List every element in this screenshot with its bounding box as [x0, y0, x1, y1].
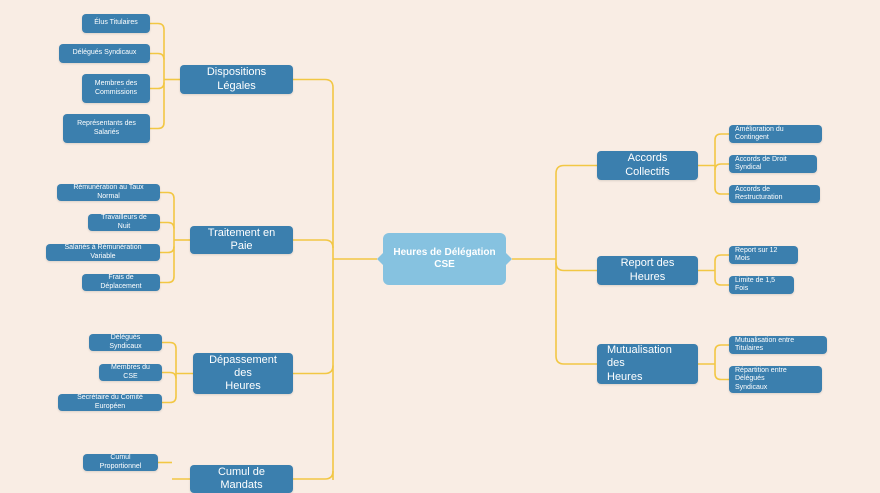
- leaf-salaries-remuneration-variable[interactable]: Salariés à Rémunération Variable: [46, 244, 160, 261]
- branch-mutualisation-heures[interactable]: Mutualisation des Heures: [597, 344, 698, 384]
- left-1-child-link-1: [160, 221, 175, 229]
- left-1-child-link-2: [160, 246, 175, 254]
- right-link-2: [555, 355, 597, 365]
- leaf-delegues-syndicaux-2[interactable]: Délégués Syndicaux: [89, 334, 162, 351]
- right-0-child-link-1: [714, 163, 729, 171]
- right-0-child-link-2: [714, 187, 729, 195]
- left-1-child-link-3: [160, 276, 175, 284]
- branch-accords-collectifs[interactable]: Accords Collectifs: [597, 151, 698, 180]
- branch-dispositions-legales[interactable]: Dispositions Légales: [180, 65, 293, 94]
- leaf-delegues-syndicaux[interactable]: Délégués Syndicaux: [59, 44, 150, 63]
- left-0-child-link-0: [150, 22, 165, 30]
- leaf-cumul-proportionnel[interactable]: Cumul Proportionnel: [83, 454, 158, 471]
- left-link-3: [293, 470, 334, 480]
- leaf-membres-cse[interactable]: Membres du CSE: [99, 364, 162, 381]
- leaf-representants-salaries[interactable]: Représentants des Salariés: [63, 114, 150, 143]
- right-link-0: [555, 164, 597, 174]
- left-0-child-link-3: [150, 122, 165, 130]
- center-node-left-notch: [377, 253, 383, 265]
- branch-depassement-heures[interactable]: Dépassement des Heures: [193, 353, 293, 394]
- leaf-secretaire-comite-europeen[interactable]: Secrétaire du Comité Européen: [58, 394, 162, 411]
- left-2-child-link-0: [162, 341, 177, 349]
- leaf-amelioration-contingent[interactable]: Amélioration du Contingent: [729, 125, 822, 143]
- leaf-travailleurs-nuit[interactable]: Travailleurs de Nuit: [88, 214, 160, 231]
- right-1-child-link-1: [714, 278, 729, 286]
- center-node-right-notch: [506, 253, 512, 265]
- branch-cumul-mandats[interactable]: Cumul de Mandats: [190, 465, 293, 493]
- left-2-child-link-2: [162, 396, 177, 404]
- left-2-child-link-1: [162, 371, 177, 379]
- left-1-child-link-0: [160, 191, 175, 199]
- center-node[interactable]: Heures de Délégation CSE: [383, 233, 506, 285]
- leaf-frais-deplacement[interactable]: Frais de Déplacement: [82, 274, 160, 291]
- left-0-child-link-1: [150, 52, 165, 60]
- left-link-2: [293, 365, 334, 375]
- left-0-child-link-2: [150, 82, 165, 90]
- leaf-limite-1-5-fois[interactable]: Limite de 1,5 Fois: [729, 276, 794, 294]
- right-1-child-link-0: [714, 254, 729, 262]
- leaf-membres-commissions[interactable]: Membres des Commissions: [82, 74, 150, 103]
- right-link-1: [555, 262, 597, 272]
- leaf-mutualisation-titulaires[interactable]: Mutualisation entre Titulaires: [729, 336, 827, 354]
- leaf-accords-restructuration[interactable]: Accords de Restructuration: [729, 185, 820, 203]
- branch-report-heures[interactable]: Report des Heures: [597, 256, 698, 285]
- right-2-child-link-1: [714, 373, 729, 381]
- right-0-child-link-0: [714, 133, 729, 141]
- connector-lines: [150, 22, 729, 480]
- leaf-remuneration-taux-normal[interactable]: Rémunération au Taux Normal: [57, 184, 160, 201]
- leaf-repartition-delegues-syndicaux[interactable]: Répartition entre Délégués Syndicaux: [729, 366, 822, 393]
- branch-traitement-paie[interactable]: Traitement en Paie: [190, 226, 293, 254]
- left-link-0: [293, 78, 334, 88]
- leaf-elus-titulaires[interactable]: Élus Titulaires: [82, 14, 150, 33]
- leaf-accords-droit-syndical[interactable]: Accords de Droit Syndical: [729, 155, 817, 173]
- leaf-report-12-mois[interactable]: Report sur 12 Mois: [729, 246, 798, 264]
- left-link-1: [293, 239, 334, 249]
- right-2-child-link-0: [714, 344, 729, 352]
